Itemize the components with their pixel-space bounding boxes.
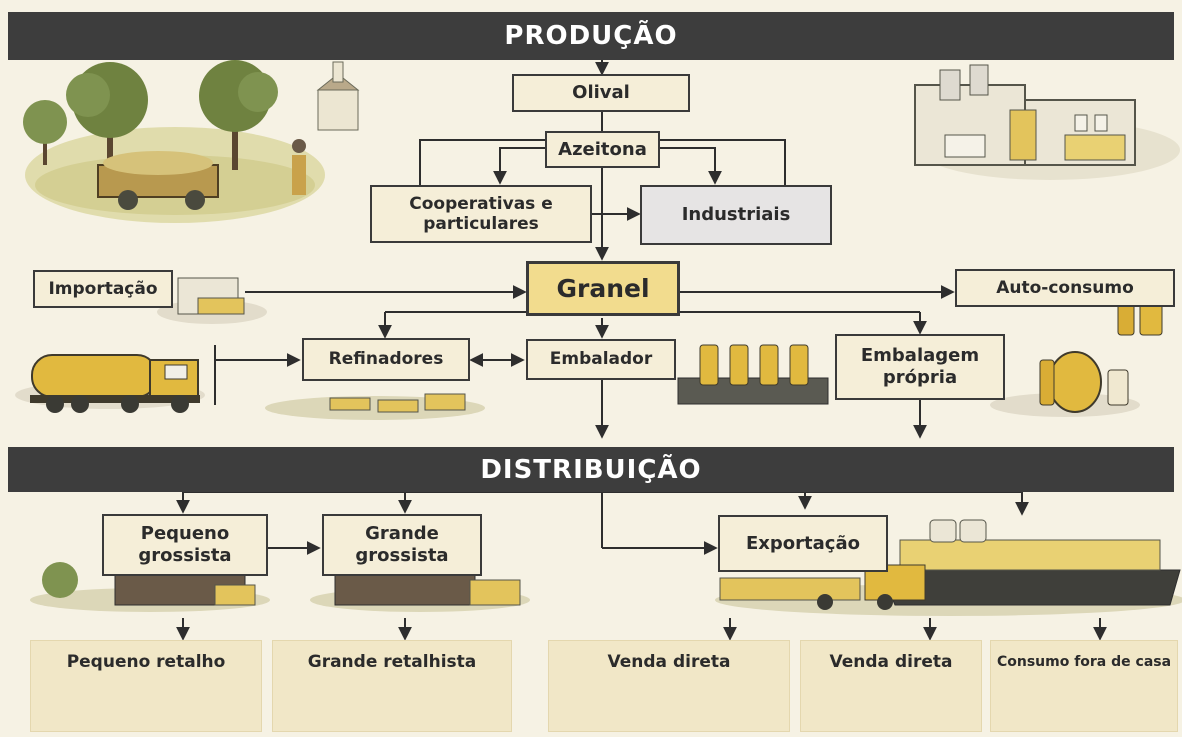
node-importacao: Importação: [33, 270, 173, 308]
label-pequeno-retalho: Pequeno retalho: [66, 652, 226, 672]
node-azeitona: Azeitona: [545, 131, 660, 168]
node-embalagem-propria: Embalagem própria: [835, 334, 1005, 400]
retail-panel-venda-1: [548, 640, 790, 732]
production-banner: PRODUÇÃO: [8, 12, 1174, 60]
node-embalador: Embalador: [526, 339, 676, 380]
large-wholesaler-shop-illustration: [310, 571, 530, 612]
export-ship-illustration: [715, 519, 1182, 616]
label-grande-retalhista: Grande retalhista: [307, 652, 477, 672]
node-granel: Granel: [526, 261, 680, 316]
oil-jars-illustration: [990, 294, 1163, 417]
tanker-truck-illustration: [15, 354, 205, 413]
production-title: PRODUÇÃO: [504, 21, 678, 51]
node-auto-consumo: Auto-consumo: [955, 269, 1175, 307]
small-wholesaler-shop-illustration: [30, 562, 270, 612]
node-refinadores: Refinadores: [302, 338, 470, 381]
node-exportacao: Exportação: [718, 515, 888, 572]
olive-grove-illustration: [23, 60, 360, 223]
retail-panel-pequeno: [30, 640, 262, 732]
retail-panel-venda-2: [800, 640, 982, 732]
retail-panel-grande: [272, 640, 512, 732]
retail-panel-consumo: [990, 640, 1178, 732]
refinery-pallets-illustration: [265, 393, 485, 420]
bottling-line-illustration: [677, 344, 829, 405]
label-consumo-fora: Consumo fora de casa: [996, 654, 1172, 670]
node-grande-grossista: Grande grossista: [322, 514, 482, 576]
label-venda-direta-2: Venda direta: [829, 652, 953, 672]
distribution-banner: DISTRIBUIÇÃO: [8, 447, 1174, 492]
distribution-title: DISTRIBUIÇÃO: [480, 454, 702, 485]
node-pequeno-grossista: Pequeno grossista: [102, 514, 268, 576]
node-industriais: Industriais: [640, 185, 832, 245]
factory-illustration: [914, 64, 1180, 180]
label-venda-direta-1: Venda direta: [607, 652, 731, 672]
node-cooperativas: Cooperativas e particulares: [370, 185, 592, 243]
import-building-illustration: [157, 277, 267, 324]
node-olival: Olival: [512, 74, 690, 112]
